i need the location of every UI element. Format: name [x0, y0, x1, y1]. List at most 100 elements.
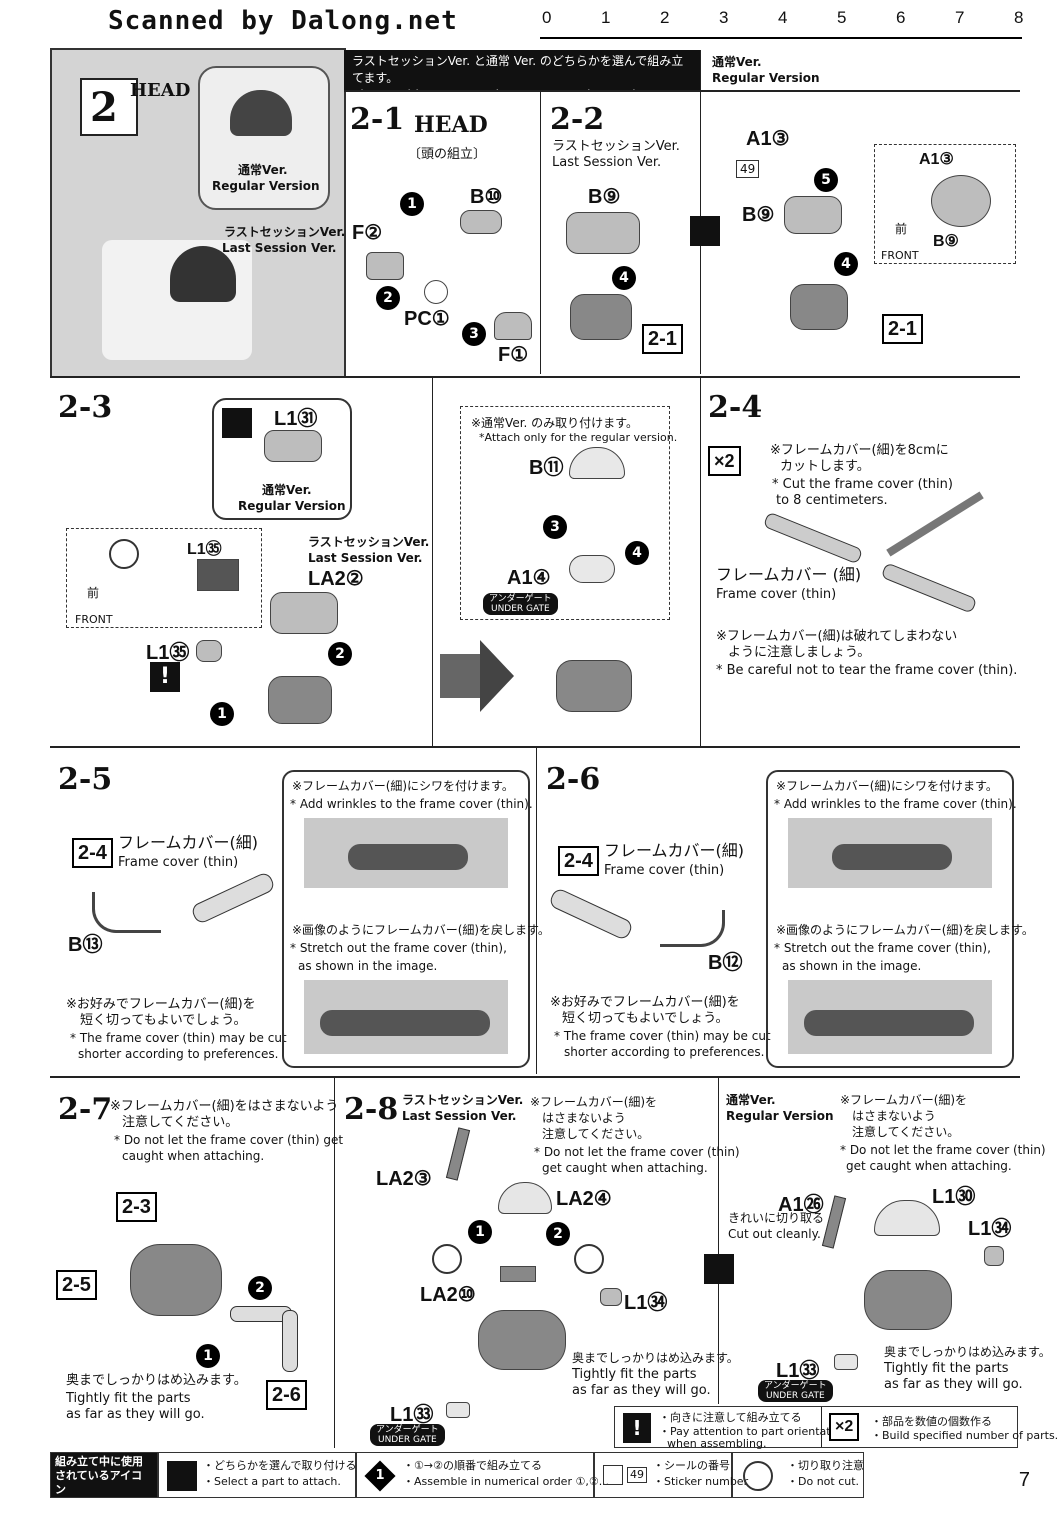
part-b9-shape: [784, 196, 842, 234]
ref-box: 2-1: [882, 314, 923, 344]
regular-en: Regular Version: [238, 499, 346, 513]
front-label-en: FRONT: [881, 249, 919, 262]
optional-jp1: ※お好みでフレームカバー(細)を: [550, 995, 740, 1010]
stretch-jp: ※画像のようにフレームカバー(細)を戻します。: [776, 923, 1034, 937]
select-part-icon: [222, 408, 252, 438]
select-part-icon: [167, 1461, 197, 1491]
step-2-1-subtitle: 〔頭の組立〕: [408, 147, 487, 162]
legend-sticker-jp: ・シールの番号: [653, 1459, 730, 1472]
divider: [700, 50, 701, 374]
head-base-shape: [268, 676, 332, 724]
legend-order: 1 ・①→②の順番で組み立てる ・Assemble in numerical o…: [356, 1452, 609, 1498]
divider: [700, 378, 701, 746]
gate-en: UNDER GATE: [765, 1391, 825, 1401]
callout-regular: 通常Ver. Regular Version: [198, 66, 330, 210]
frame-cover-jp: フレームカバー(細): [118, 833, 259, 852]
part-l130-shape: [874, 1200, 940, 1236]
part-label: B⑨: [588, 186, 621, 208]
ruler-label: 4: [778, 8, 788, 27]
legend-title-jp1: 組み立て中に使用: [55, 1455, 143, 1468]
frame-cover-tube: [762, 511, 864, 565]
legend-nocut-en: ・Do not cut.: [787, 1475, 860, 1488]
choose-version-banner: ラストセッションVer. と通常 Ver. のどちらかを選んで組み立てます。 C…: [344, 50, 700, 119]
legend-nocut: ・切り取り注意 ・Do not cut.: [732, 1452, 864, 1498]
stretch-photo: [788, 980, 992, 1054]
step-2-3-number: 2-3: [58, 390, 113, 425]
head-section-photo: 2 HEAD 通常Ver. Regular Version ラストセッションVe…: [50, 48, 346, 378]
stretch-en2: as shown in the image.: [298, 959, 438, 973]
regular-en: Regular Version: [726, 1109, 834, 1123]
front-label-jp: 前: [895, 222, 908, 236]
part-la210-shape: [500, 1266, 536, 1282]
legend-title-jp2: されているアイコン: [55, 1469, 143, 1496]
ruler-label: 1: [601, 8, 611, 27]
gate-jp: アンダーゲート: [764, 1381, 827, 1391]
part-label: LA2②: [308, 568, 364, 590]
part-label: L1㉝: [776, 1360, 820, 1382]
step-circle: 2: [248, 1276, 272, 1300]
divider: [50, 1076, 1020, 1078]
part-label: B⑪: [529, 457, 564, 479]
fit-en2: as far as they will go.: [66, 1407, 205, 1422]
orient-en2: when assembling.: [667, 1437, 767, 1450]
step-circle: 2: [546, 1222, 570, 1246]
part-l135-shape: [197, 559, 239, 591]
regular-only-en: *Attach only for the regular version.: [479, 431, 678, 444]
head-base-shape: [570, 294, 632, 340]
ref-box: 2-4: [72, 838, 113, 868]
part-b13-shape: [92, 892, 161, 933]
optional-jp2: 短く切ってもよいでしょう。: [80, 1013, 247, 1028]
part-b10-shape: [460, 210, 502, 234]
last-session-jp: ラストセッションVer.: [402, 1093, 524, 1107]
wrinkle-photo: [304, 818, 508, 888]
ruler-label: 8: [1014, 8, 1024, 27]
note-en1: * Do not let the frame cover (thin) get: [114, 1133, 344, 1147]
frame-cover-coil: [282, 1310, 298, 1372]
multiplier-box: ×2: [829, 1413, 860, 1441]
wrinkle-jp: ※フレームカバー(細)にシワを付けます。: [292, 779, 514, 793]
stretch-jp: ※画像のようにフレームカバー(細)を戻します。: [292, 923, 550, 937]
do-not-cut-icon: [743, 1461, 773, 1491]
part-label: F②: [352, 222, 383, 244]
regular-tag-en: Regular Version: [712, 71, 820, 85]
fit-en1: Tightly fit the parts: [884, 1361, 1009, 1376]
wrinkle-en: * Add wrinkles to the frame cover (thin)…: [774, 797, 1017, 811]
part-la23-shape: [445, 1127, 471, 1181]
note-en1: * Do not let the frame cover (thin): [534, 1145, 740, 1159]
note-jp1: ※フレームカバー(細)をはさまないよう: [110, 1099, 339, 1114]
part-l135-shape: [196, 640, 222, 662]
wrinkled-cover-shape: [348, 844, 468, 870]
fit-en1: Tightly fit the parts: [66, 1391, 191, 1406]
step-circle: 2: [376, 286, 400, 310]
ref-box: 2-6: [266, 1380, 307, 1410]
regular-only-jp: ※通常Ver. のみ取り付けます。: [471, 416, 638, 430]
regular-tag-jp: 通常Ver.: [712, 55, 762, 69]
note-jp3: 注意してください。: [542, 1127, 650, 1141]
part-b9-shape: [566, 212, 640, 254]
divider: [821, 1407, 822, 1447]
part-label: B⑨: [742, 204, 775, 226]
note-jp1: ※フレームカバー(細)を: [530, 1095, 658, 1109]
cut-note-en2: to 8 centimeters.: [776, 493, 888, 508]
last-session-en: Last Session Ver.: [308, 551, 423, 565]
divider: [334, 1078, 335, 1448]
gate-en: UNDER GATE: [490, 604, 550, 614]
frame-cover-tube: [880, 562, 978, 614]
ref-box: 2-5: [56, 1270, 97, 1300]
build-jp: ・部品を数値の個数作る: [871, 1415, 992, 1428]
stretched-cover-shape: [320, 1010, 490, 1036]
step-circle: 1: [468, 1220, 492, 1244]
ref-box: 2-1: [642, 324, 683, 354]
page-number: 7: [1018, 1469, 1030, 1491]
legend-title-en: Symbols used in instructions: [55, 1497, 121, 1516]
part-label: LA2③: [376, 1168, 432, 1190]
step-2-2-number: 2-2: [550, 102, 605, 137]
step-circle: 5: [814, 168, 838, 192]
part-label: B⑩: [470, 186, 503, 208]
do-not-cut-icon: [109, 539, 139, 569]
step-2-6-number: 2-6: [546, 762, 601, 797]
wrinkle-en: * Add wrinkles to the frame cover (thin)…: [290, 797, 533, 811]
head-regular-shape: [230, 90, 292, 136]
regular-only-box: ※通常Ver. のみ取り付けます。 *Attach only for the r…: [460, 406, 677, 620]
divider: [344, 90, 1020, 92]
